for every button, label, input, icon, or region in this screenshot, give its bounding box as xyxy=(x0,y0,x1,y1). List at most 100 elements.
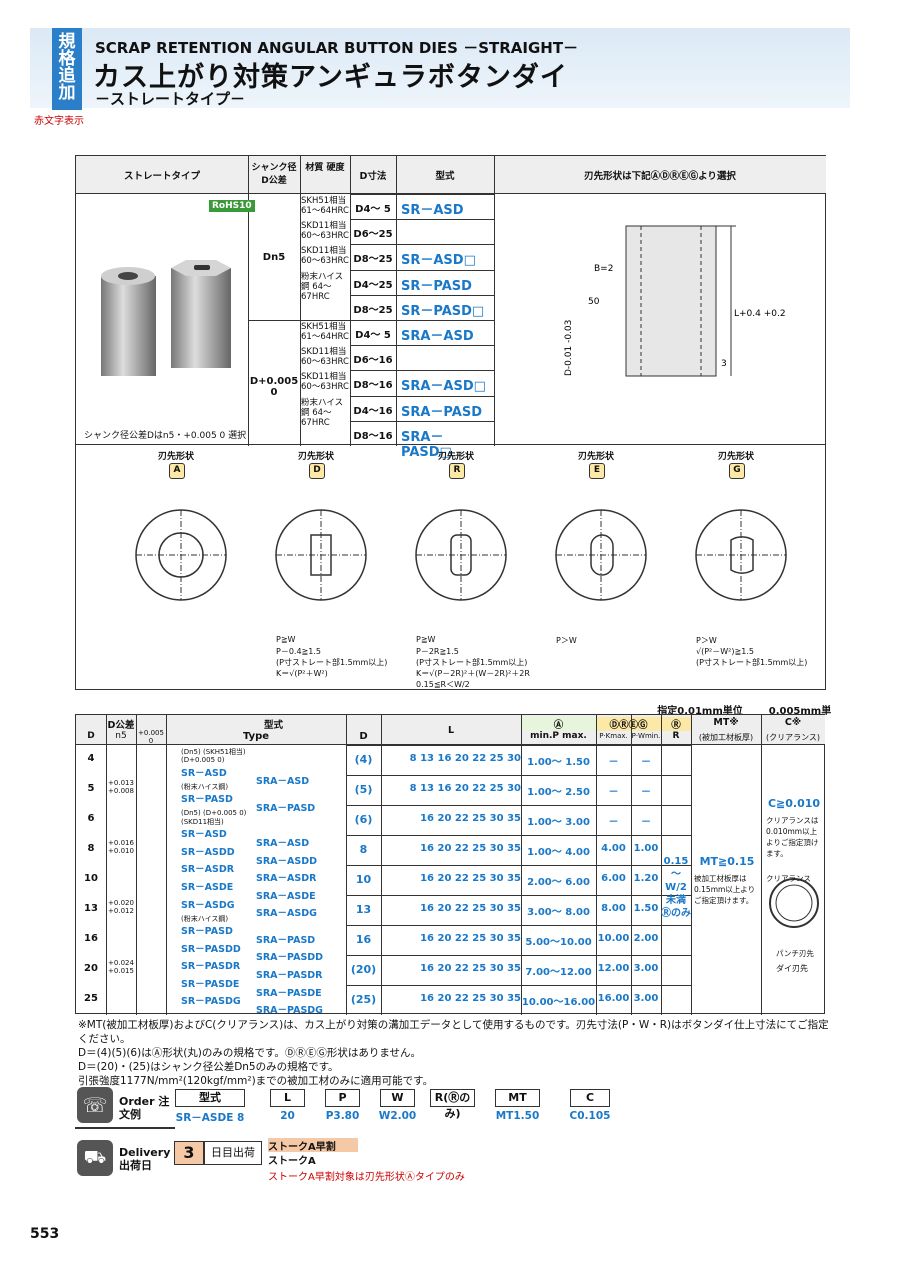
shape-note: P－2R≧1.5 xyxy=(416,647,459,656)
row-d: 5 xyxy=(87,783,95,794)
header-model: 型式 xyxy=(435,171,455,182)
shape-note: K＝√(P－2R)²＋(W－2R)²＋2R xyxy=(416,669,530,678)
type-entry: SRA－PASDR xyxy=(256,970,323,981)
row-l: 8 13 16 20 22 25 30 xyxy=(409,783,521,794)
unit-note-1: 指定0.01mm単位 xyxy=(657,706,743,717)
shape-title: 刃先形状 xyxy=(717,452,754,462)
row-d: 10 xyxy=(84,873,98,884)
type-entry: SRA－ASDD xyxy=(256,855,317,867)
order-label: Order 注文例 xyxy=(119,1095,170,1121)
shape-note: (P寸ストレート部1.5mm以上) xyxy=(696,658,808,667)
shape-drawing xyxy=(415,509,507,601)
shank-note: シャンク径公差Dはn5・+0.005 0 選択 xyxy=(84,431,247,441)
row-pa: 10.00～16.00 xyxy=(521,997,596,1008)
header-type: ストレートタイプ xyxy=(123,171,200,182)
order-value: W2.00 xyxy=(378,1110,417,1122)
type-entry: (D+0.005 0) xyxy=(181,755,225,764)
row-d2: 10 xyxy=(355,873,372,886)
shape-code-badge: G xyxy=(729,463,745,479)
row-pa: 2.00～ 6.00 xyxy=(527,877,590,888)
row-l: 16 20 22 25 30 35 xyxy=(420,843,521,854)
row-d2: (20) xyxy=(350,963,377,976)
row-l: 16 20 22 25 30 35 xyxy=(420,903,521,914)
d-range-cell: D4～16 xyxy=(353,405,393,417)
sub-pw: P·Wmin. xyxy=(631,732,661,740)
order-block: ☏ Order 注文例 xyxy=(75,1085,175,1129)
svg-text:B=2: B=2 xyxy=(594,264,613,274)
clearance-figure xyxy=(769,878,819,928)
model-cell: SR－PASD□ xyxy=(401,303,485,319)
shape-code-badge: R xyxy=(449,463,465,479)
row-l: 16 20 22 25 30 35 xyxy=(420,873,521,884)
type-entry: SRA－PASD xyxy=(256,802,316,814)
material-cell: 粉末ハイス鋼 64～67HRC xyxy=(301,397,344,428)
note-1: ※MT(被加工材板厚)およびC(クリアランス)は、カス上がり対策の溝加工データと… xyxy=(78,1019,829,1045)
type-entry: (SKD11相当) xyxy=(181,818,224,827)
order-value: 20 xyxy=(280,1110,295,1122)
material-cell: SKH51相当 61～64HRC xyxy=(301,322,349,342)
note-2: D＝(4)(5)(6)はⒶ形状(丸)のみの規格です。ⒹⓇⒺⒼ形状はありません。 xyxy=(78,1047,422,1059)
type-entry: SR－PASDG xyxy=(181,996,241,1008)
shape-title: 刃先形状 xyxy=(297,452,334,462)
row-pw: － xyxy=(641,757,651,768)
row-pw: 2.00 xyxy=(633,933,659,944)
straight-drawing: L+0.4 +0.2 B=2 50 D-0.01 -0.03 3 xyxy=(564,225,786,377)
type-entry: SRA－ASDG xyxy=(256,908,317,920)
row-d: 16 xyxy=(84,933,98,944)
order-value: SR－ASDE 8 xyxy=(175,1112,245,1124)
shape-note: P＞W xyxy=(696,636,717,645)
svg-text:D-0.01 -0.03: D-0.01 -0.03 xyxy=(564,320,574,376)
row-pa: 1.00～ 1.50 xyxy=(527,757,590,768)
c-value: C≧0.010 xyxy=(767,797,821,810)
shape-title: 刃先形状 xyxy=(157,452,194,462)
shape-code-badge: D xyxy=(309,463,325,479)
type-entry: SRA－ASDE xyxy=(256,890,316,902)
row-pa: 3.00～ 8.00 xyxy=(527,907,590,918)
model-cell: SRA－PASD□ xyxy=(401,429,452,460)
type-entry: (粉末ハイス鋼) xyxy=(181,915,229,924)
type-entry: SRA－PASDG xyxy=(256,1005,323,1017)
r-note: 0.15～W/2未満 Ⓡのみ xyxy=(661,856,691,919)
row-n5: +0.016 +0.010 xyxy=(108,839,134,855)
order-field: C xyxy=(570,1089,610,1107)
row-pw: 1.20 xyxy=(633,873,659,884)
type-entry: SR－ASDE xyxy=(181,882,234,893)
material-cell: SKD11相当 60～63HRC xyxy=(301,246,349,267)
type-entry: SRA－ASD xyxy=(256,838,310,849)
type-entry: SR－ASD xyxy=(181,829,227,841)
rohs-badge: RoHS10 xyxy=(209,200,255,212)
type-entry: SR－ASDG xyxy=(181,899,235,911)
row-pa: 7.00～12.00 xyxy=(525,967,592,978)
row-pk: 12.00 xyxy=(597,963,630,974)
row-pk: 4.00 xyxy=(601,843,626,854)
header-band xyxy=(30,28,850,108)
sub-pk: P·Kmax. xyxy=(599,732,628,740)
row-l: 16 20 22 25 30 35 xyxy=(420,933,521,944)
note-4: 引張強度1177N/mm²(120kgf/mm²)までの被加工材のみに適用可能で… xyxy=(78,1075,434,1087)
type-entry: SR－ASDD xyxy=(181,846,235,858)
row-pk: 6.00 xyxy=(601,873,626,884)
type-entry: SRA－PASDE xyxy=(256,987,322,999)
row-pk: 16.00 xyxy=(597,993,630,1004)
col-type: 型式 xyxy=(263,720,283,731)
sub-type: Type xyxy=(242,731,270,742)
header-shank: シャンク径 D公差 xyxy=(251,163,297,186)
row-d2: (4) xyxy=(354,753,373,766)
row-pw: 1.50 xyxy=(633,903,659,914)
order-value: C0.105 xyxy=(569,1110,611,1122)
row-pw: － xyxy=(641,817,651,828)
material-cell: SKD11相当 60～63HRC xyxy=(301,347,349,368)
delivery-block: ⛟ Delivery 出荷日 xyxy=(75,1138,175,1182)
notes: ※MT(被加工材板厚)およびC(クリアランス)は、カス上がり対策の溝加工データと… xyxy=(78,1018,838,1088)
row-pw: 1.00 xyxy=(633,843,659,854)
shape-note: K＝√(P²＋W²) xyxy=(276,669,328,678)
row-d: 6 xyxy=(87,813,95,824)
tolerance-n5: Dn5 xyxy=(262,252,286,263)
model-cell: SR－ASD xyxy=(401,203,464,218)
delivery-unit: 日目出荷 xyxy=(204,1141,262,1165)
col-c: C※ xyxy=(784,717,802,728)
phone-icon: ☏ xyxy=(77,1087,113,1123)
row-pa: 1.00～ 4.00 xyxy=(527,847,590,858)
shape-note: P＞W xyxy=(556,636,577,645)
